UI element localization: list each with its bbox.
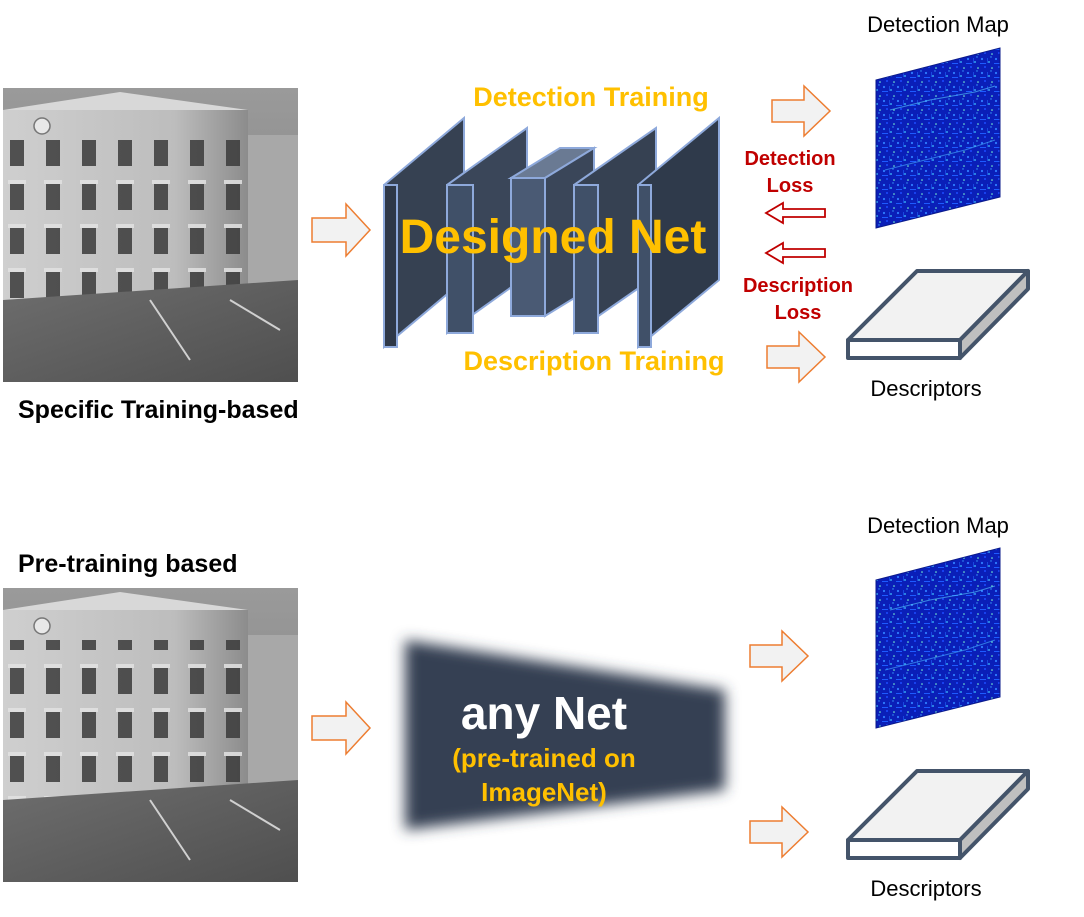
input-arrow-bottom bbox=[311, 700, 372, 756]
descriptors-label-bottom: Descriptors bbox=[870, 876, 981, 901]
detection-map-label-bottom: Detection Map bbox=[867, 513, 1009, 538]
output-arrow-description-bottom bbox=[749, 805, 810, 859]
input-arrow-top bbox=[311, 202, 372, 258]
descriptors-label-top: Descriptors bbox=[870, 376, 981, 401]
description-loss-back-arrow bbox=[764, 241, 826, 265]
any-net-block bbox=[405, 640, 725, 830]
detection-map-top bbox=[875, 47, 1001, 229]
any-net-label: any Net bbox=[461, 687, 627, 739]
building-photo-top bbox=[3, 88, 298, 382]
output-arrow-description-top bbox=[766, 330, 827, 384]
description-loss-line2: Loss bbox=[775, 302, 822, 324]
detection-loss-back-arrow bbox=[764, 201, 826, 225]
detection-map-bottom bbox=[875, 547, 1001, 729]
detection-loss-line1: Detection bbox=[744, 148, 835, 170]
any-net-sublabel-line1: (pre-trained on bbox=[452, 743, 635, 773]
detection-map-label-top: Detection Map bbox=[867, 12, 1009, 37]
detection-loss-line2: Loss bbox=[767, 175, 814, 197]
description-loss-line1: Description bbox=[743, 275, 853, 297]
any-net-sublabel-line2: ImageNet) bbox=[481, 777, 607, 807]
descriptors-box-bottom bbox=[846, 769, 1030, 860]
designed-net-stack bbox=[383, 115, 720, 350]
building-photo-bottom bbox=[3, 588, 298, 882]
section-label-pre-training: Pre-training based bbox=[18, 550, 238, 578]
output-arrow-detection-bottom bbox=[749, 629, 810, 683]
descriptors-box-top bbox=[846, 269, 1030, 360]
detection-training-label: Detection Training bbox=[473, 82, 709, 112]
section-label-specific-training: Specific Training-based bbox=[18, 396, 299, 424]
output-arrow-detection-top bbox=[771, 84, 832, 138]
description-training-label: Description Training bbox=[463, 346, 724, 376]
designed-net-label: Designed Net bbox=[400, 211, 707, 264]
